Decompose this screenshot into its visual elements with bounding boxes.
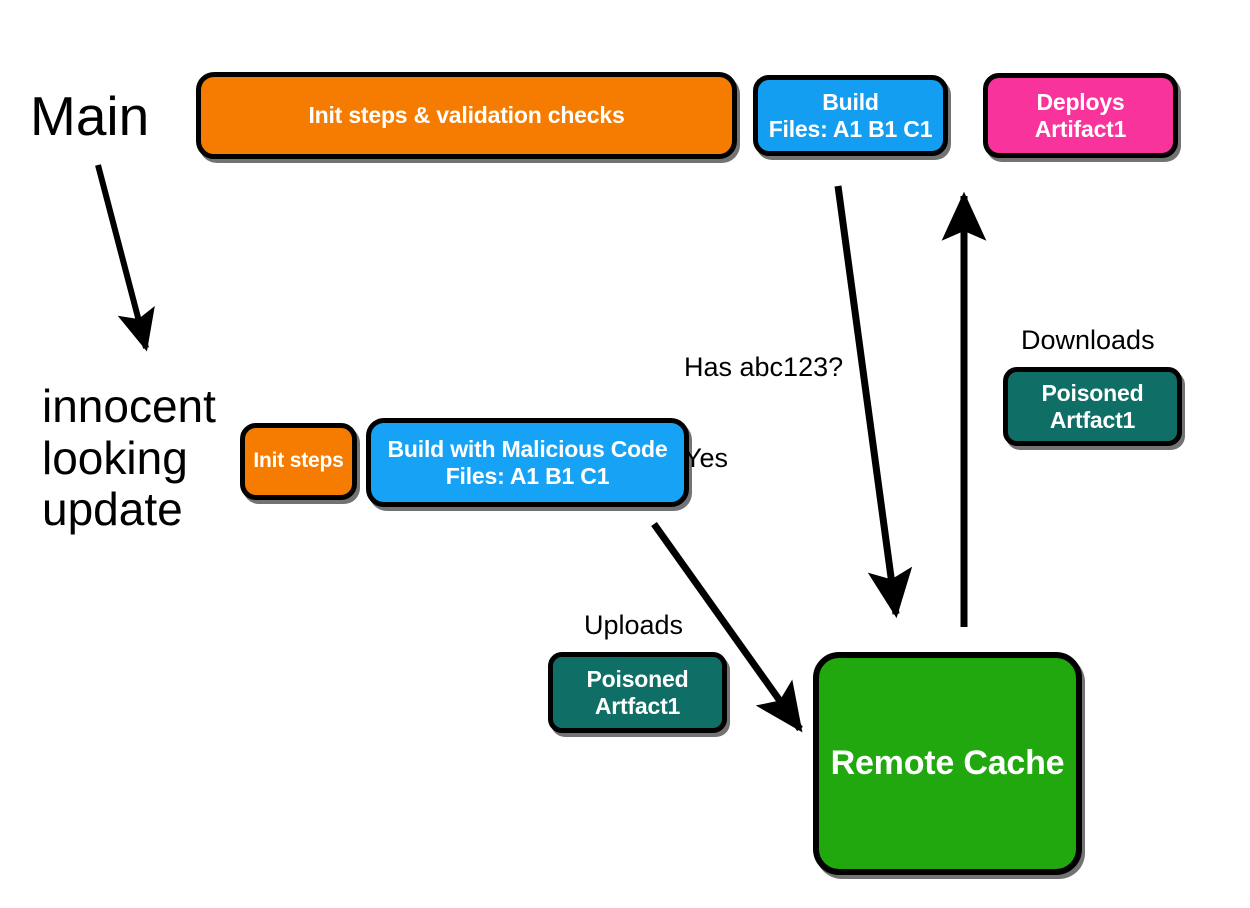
node-deploys-artifact-name: Artifact1 xyxy=(1034,115,1127,142)
node-artifact-upload-line2: Artfact1 xyxy=(594,692,681,719)
node-build-malicious-title: Build with Malicious Code xyxy=(387,435,668,462)
node-init-validation-label: Init steps & validation checks xyxy=(308,102,625,129)
node-deploys-title: Deploys xyxy=(1036,88,1125,115)
node-init-steps-validation-checks[interactable]: Init steps & validation checks xyxy=(196,72,737,159)
annotation-cache-lookup-question: Has abc123? xyxy=(684,352,844,383)
lane-label-attacker: innocent looking update xyxy=(42,380,216,536)
annotation-cache-lookup-answer: Yes xyxy=(684,443,729,474)
arrow-build-to-cache-lookup xyxy=(834,185,913,619)
node-artifact-upload-line1: Poisoned xyxy=(586,665,689,692)
node-build-malicious-files: Files: A1 B1 C1 xyxy=(445,462,610,489)
label-uploads: Uploads xyxy=(584,610,684,640)
node-init-steps-label: Init steps xyxy=(253,449,344,473)
node-deploys-artifact[interactable]: Deploys Artifact1 xyxy=(983,73,1178,158)
lane-label-main: Main xyxy=(30,85,150,147)
annotation-cache-lookup: Has abc123? Yes xyxy=(684,292,843,534)
node-init-steps[interactable]: Init steps xyxy=(240,423,357,500)
label-downloads: Downloads xyxy=(1021,325,1155,355)
node-remote-cache[interactable]: Remote Cache xyxy=(813,652,1082,875)
node-artifact-download-line1: Poisoned xyxy=(1041,379,1144,406)
node-remote-cache-label: Remote Cache xyxy=(830,743,1065,782)
arrow-main-to-update xyxy=(95,164,155,352)
node-artifact-download-line2: Artfact1 xyxy=(1049,406,1136,433)
node-build-with-malicious-code[interactable]: Build with Malicious Code Files: A1 B1 C… xyxy=(366,418,689,507)
node-build-main[interactable]: Build Files: A1 B1 C1 xyxy=(753,75,948,156)
node-poisoned-artifact-uploaded[interactable]: Poisoned Artfact1 xyxy=(548,652,727,733)
node-build-main-title: Build xyxy=(822,88,879,115)
node-build-main-files: Files: A1 B1 C1 xyxy=(768,115,933,142)
node-poisoned-artifact-downloaded[interactable]: Poisoned Artfact1 xyxy=(1003,367,1182,446)
